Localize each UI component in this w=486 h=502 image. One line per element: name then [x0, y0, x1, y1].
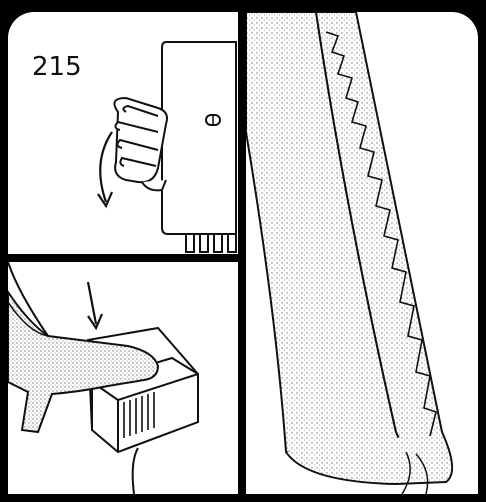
- down-arrow-icon: [88, 282, 102, 328]
- panel-blind-hem-result: [246, 12, 478, 494]
- panel-foot-control: [8, 262, 238, 494]
- hand-turning-dial-icon: [8, 12, 238, 254]
- foot-pressing-pedal-icon: [8, 262, 238, 494]
- cable-icon: [133, 448, 138, 494]
- rotate-arrow-icon: [98, 132, 112, 206]
- folded-fabric-icon: [246, 12, 478, 494]
- hand-icon: [114, 98, 167, 190]
- panel-stitch-width-control: 215: [8, 12, 238, 254]
